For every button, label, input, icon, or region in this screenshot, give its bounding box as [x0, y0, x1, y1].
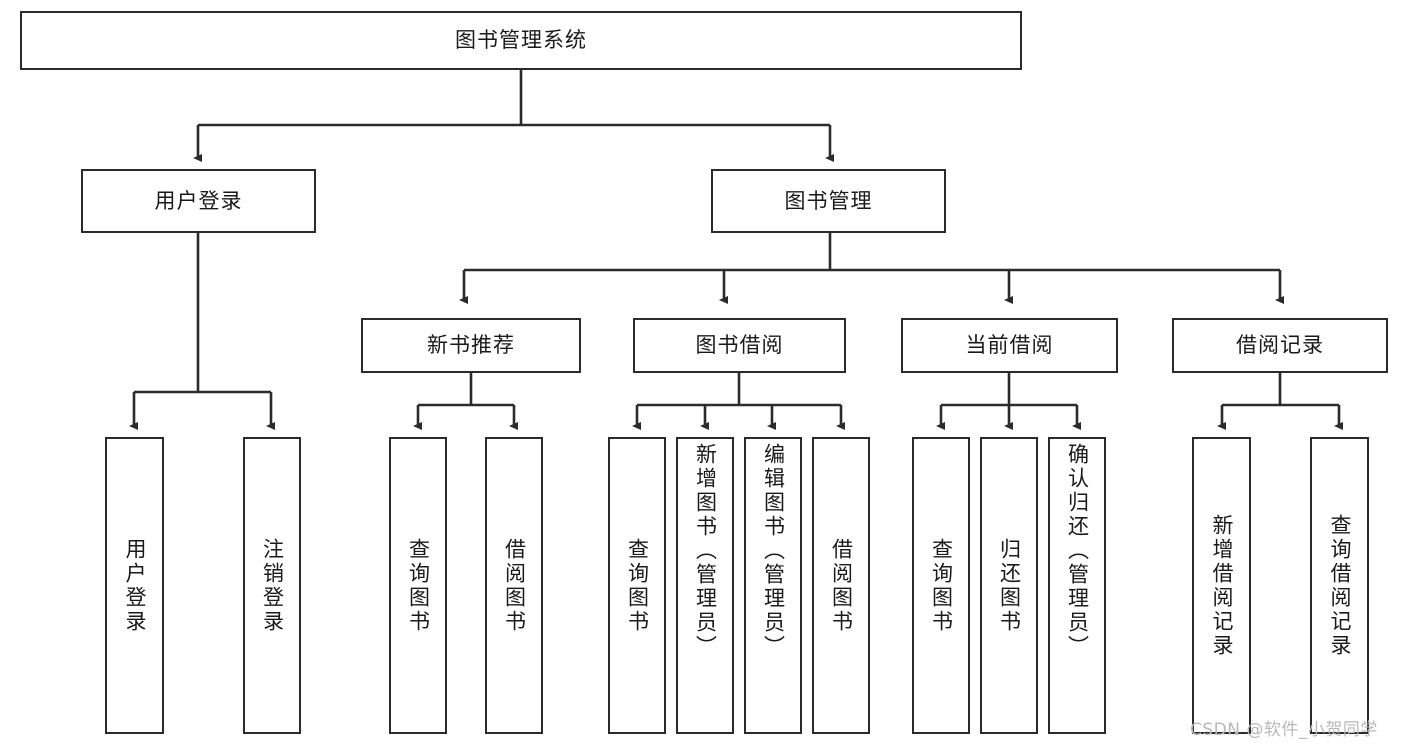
leaf-logout-label: 注销登录 — [260, 537, 285, 634]
leaf-borrow-borrow-label: 借阅图书 — [829, 537, 854, 634]
leaf-newbook-borrow-label: 借阅图书 — [502, 537, 527, 634]
leaf-newbook-query-label: 查询图书 — [406, 537, 431, 634]
leaf-record-add-label: 新增借阅记录 — [1210, 513, 1234, 658]
node-user-login-label: 用户登录 — [154, 188, 243, 213]
node-book-borrow-label: 图书借阅 — [695, 333, 784, 358]
leaf-borrow-add-label: 新增图书（管理员） — [693, 443, 718, 659]
leaf-current-confirm[interactable]: 确认归还（管理员） — [1048, 437, 1106, 734]
node-new-book-recommend-label: 新书推荐 — [427, 333, 515, 358]
leaf-record-add[interactable]: 新增借阅记录 — [1192, 437, 1251, 734]
leaf-record-query-label: 查询借阅记录 — [1328, 513, 1352, 658]
leaf-borrow-edit[interactable]: 编辑图书（管理员） — [744, 437, 802, 734]
leaf-current-confirm-label: 确认归还（管理员） — [1065, 443, 1090, 659]
leaf-borrow-borrow[interactable]: 借阅图书 — [812, 437, 870, 734]
leaf-borrow-query-label: 查询图书 — [625, 537, 650, 634]
leaf-borrow-add[interactable]: 新增图书（管理员） — [676, 437, 734, 734]
leaf-borrow-edit-label: 编辑图书（管理员） — [761, 443, 786, 659]
node-root-label: 图书管理系统 — [455, 28, 587, 53]
leaf-user-login[interactable]: 用户登录 — [105, 437, 164, 734]
leaf-borrow-query[interactable]: 查询图书 — [608, 437, 666, 734]
leaf-current-return[interactable]: 归还图书 — [980, 437, 1038, 734]
node-borrow-record-label: 借阅记录 — [1236, 333, 1324, 358]
leaf-newbook-query[interactable]: 查询图书 — [389, 437, 447, 734]
node-new-book-recommend[interactable]: 新书推荐 — [361, 318, 581, 373]
node-root[interactable]: 图书管理系统 — [20, 11, 1022, 70]
node-borrow-record[interactable]: 借阅记录 — [1172, 318, 1388, 373]
leaf-current-query[interactable]: 查询图书 — [912, 437, 970, 734]
leaf-user-login-label: 用户登录 — [123, 537, 147, 634]
leaf-current-return-label: 归还图书 — [997, 537, 1022, 634]
node-book-management[interactable]: 图书管理 — [711, 169, 946, 233]
node-book-management-label: 图书管理 — [784, 188, 873, 213]
node-current-borrow[interactable]: 当前借阅 — [901, 318, 1118, 373]
node-user-login[interactable]: 用户登录 — [81, 169, 316, 233]
leaf-current-query-label: 查询图书 — [929, 537, 954, 634]
node-book-borrow[interactable]: 图书借阅 — [633, 318, 846, 373]
csdn-watermark: CSDN @软件_小贺同学 — [1190, 720, 1378, 740]
leaf-record-query[interactable]: 查询借阅记录 — [1310, 437, 1369, 734]
leaf-logout[interactable]: 注销登录 — [243, 437, 301, 734]
node-current-borrow-label: 当前借阅 — [965, 333, 1054, 358]
leaf-newbook-borrow[interactable]: 借阅图书 — [485, 437, 543, 734]
